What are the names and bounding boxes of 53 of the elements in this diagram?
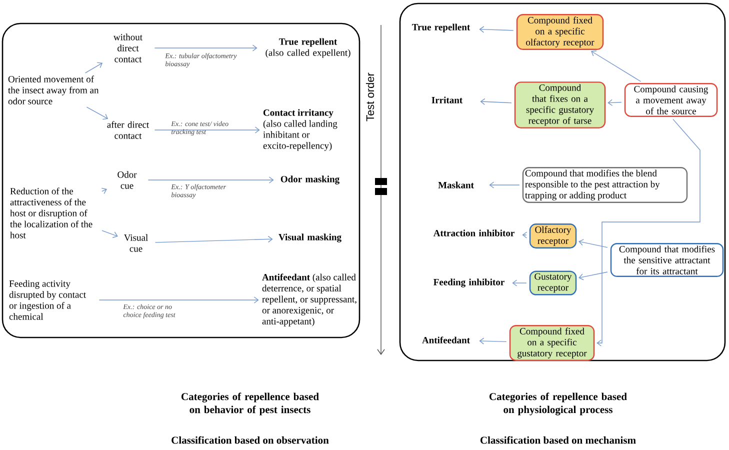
category-label: Maskant: [438, 182, 474, 188]
arrow: [591, 50, 642, 82]
caption: Categories of repellence based on behavior of pest insects: [182, 392, 319, 416]
arrow: [578, 239, 608, 248]
panel-box: [399, 2, 726, 362]
arrow: [154, 126, 260, 134]
category-label: Irritant: [432, 96, 463, 104]
arrow: [148, 176, 274, 184]
arrow: [154, 236, 273, 243]
arrow: [578, 272, 608, 280]
axis-label: Test order: [366, 72, 374, 122]
arrow: [86, 106, 108, 120]
text-label: Reduction of the attractiveness of the host or disruption of the localization of the host: [10, 188, 92, 238]
text-label: Visual cue: [124, 234, 148, 252]
arrow: [512, 280, 527, 286]
caption: Categories of repellence based on physiological process: [490, 392, 627, 416]
text-label: after direct contact: [107, 121, 150, 139]
arrow: [479, 26, 514, 33]
caption: Classification based on observation: [172, 436, 329, 444]
arrow: [489, 182, 520, 188]
category-label: Feeding inhibitor: [434, 278, 504, 288]
category-label: Contact irritancy (also called landing inhibitant or excito-repellency): [263, 109, 338, 151]
compound-box: Compound that modifies the blend responsible to the pest attraction by trapping or adding product: [522, 167, 688, 203]
category-label: Antifeedant: [422, 336, 470, 344]
arrow: [154, 44, 258, 52]
arrow: [101, 188, 107, 194]
arrow: [84, 62, 103, 74]
text-label: Odor cue: [118, 171, 137, 189]
compound-box: Gustatory receptor: [529, 270, 577, 296]
category-label: Attraction inhibitor: [433, 230, 514, 236]
panel-box: [2, 22, 360, 338]
arrow: [102, 230, 118, 238]
category-label: True repellent (also called expellent): [266, 38, 350, 58]
category-label: Visual masking: [278, 234, 342, 242]
compound-box: Compound that modifies the sensitive attractant for its attractant: [610, 243, 724, 277]
caption: Classification based on mechanism: [480, 436, 636, 444]
arrow: [98, 296, 259, 304]
text-label: Feeding activity disrupted by contact or ingestion of a chemical: [9, 280, 86, 320]
arrow: [608, 99, 622, 106]
category-label: True repellent: [412, 24, 470, 32]
text-label: without direct contact: [114, 34, 142, 62]
compound-box: Compound causing a movement away of the source: [624, 83, 718, 117]
text-label: Antifeedant (also called deterrence, or spatial repellent, or suppressant, or anorexigenic, or anti-appetant): [262, 274, 356, 326]
compound-box: Compound fixed on a specific olfactory receptor: [516, 14, 604, 50]
arrow: [522, 232, 528, 238]
arrow: [596, 118, 700, 346]
compound-box: Compound that fixes on a specific gustatory receptor of tarse: [514, 82, 606, 128]
arrow: [479, 338, 507, 344]
text-label: Oriented movement of the insect away from an odor source: [8, 76, 99, 104]
category-label: Odor masking: [280, 176, 340, 184]
compound-box: Compound fixed on a specific gustatory receptor: [509, 325, 595, 361]
compound-box: Olfactory receptor: [529, 224, 577, 248]
arrow: [480, 98, 512, 106]
